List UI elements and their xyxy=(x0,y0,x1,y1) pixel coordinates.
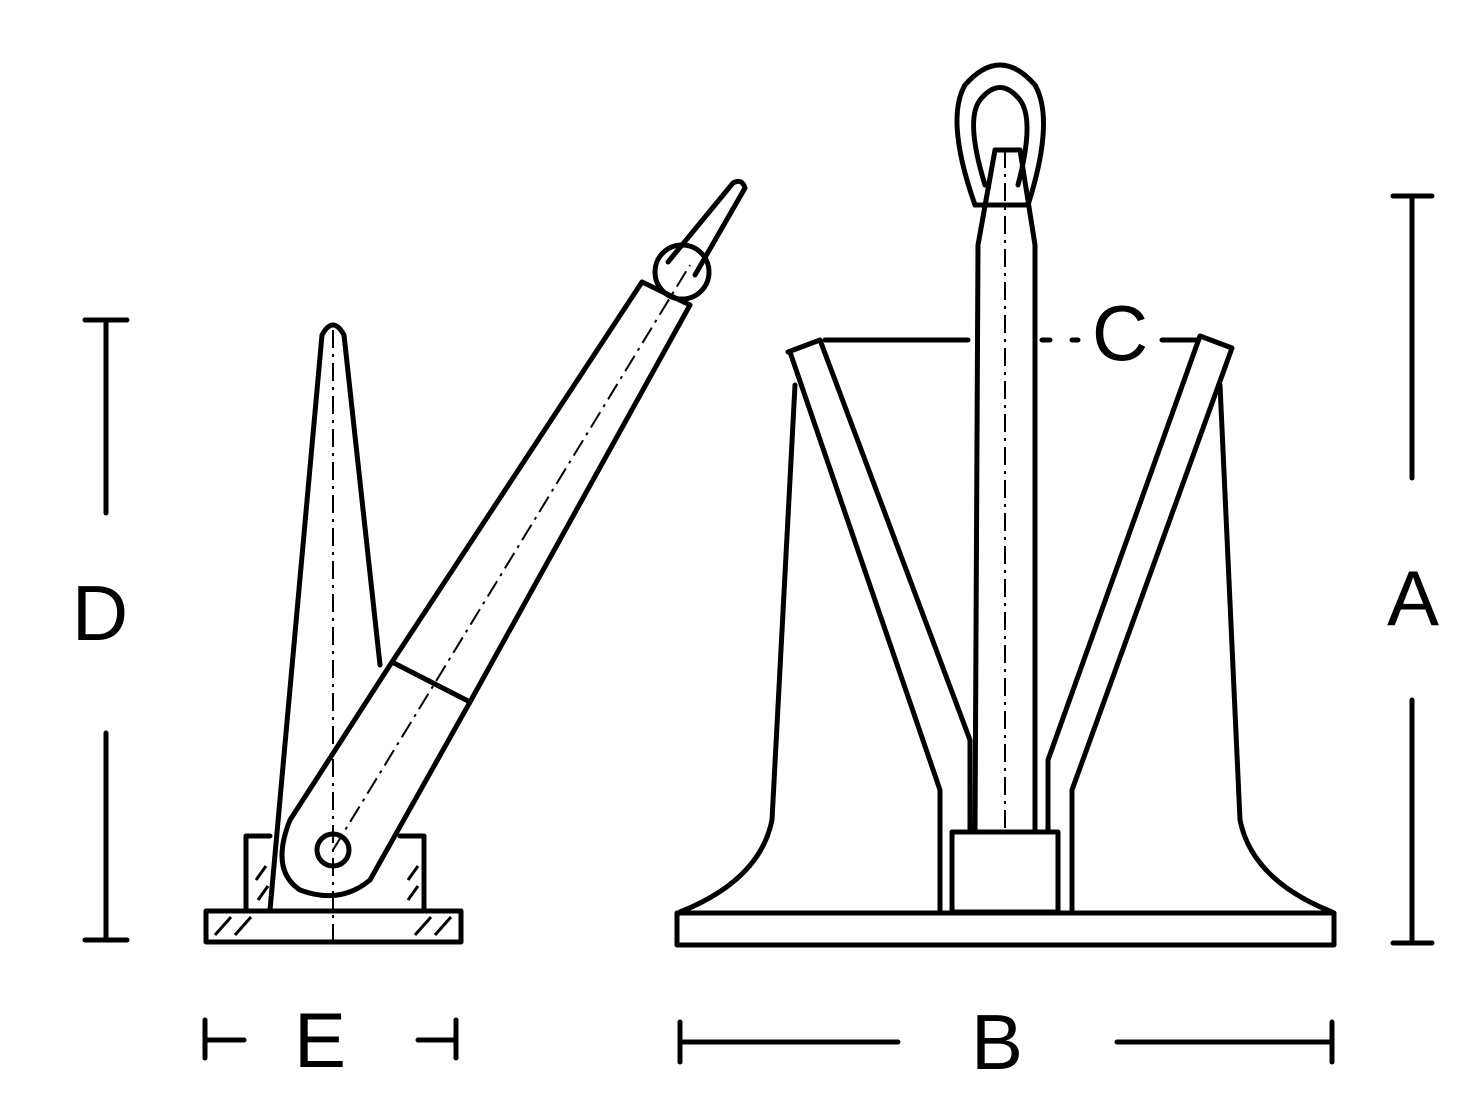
right-fluke-outline xyxy=(1217,382,1335,915)
side-shank xyxy=(279,279,693,899)
front-shank xyxy=(972,147,1038,835)
dimension-b: B xyxy=(677,998,1335,1086)
dimension-d: D xyxy=(72,317,130,943)
dimension-d-line xyxy=(82,317,130,943)
dimension-e-line xyxy=(202,1017,459,1061)
anchor-side-view xyxy=(203,178,748,945)
left-fluke-outline xyxy=(677,382,798,915)
label-a: A xyxy=(1387,554,1439,642)
side-brackets xyxy=(243,833,427,913)
side-base-plate xyxy=(203,908,464,945)
dimension-e: E xyxy=(202,996,459,1084)
dimension-b-line xyxy=(677,1019,1335,1065)
anchor-ring-inner xyxy=(971,85,1030,188)
side-shank-joint xyxy=(389,659,473,705)
side-shackle-pin xyxy=(665,178,748,278)
dimension-c: C xyxy=(822,289,1201,377)
front-base-plate xyxy=(674,910,1337,948)
label-c: C xyxy=(1092,289,1148,377)
dimension-a: A xyxy=(1387,193,1439,946)
anchor-ring xyxy=(954,62,1047,208)
side-shackle xyxy=(652,242,712,302)
label-e: E xyxy=(294,996,346,1084)
anchor-front-view xyxy=(674,62,1337,948)
side-fluke xyxy=(267,322,383,913)
side-hatching xyxy=(213,865,453,936)
dimension-a-line xyxy=(1390,193,1435,946)
left-arm xyxy=(785,337,973,913)
crown-block xyxy=(949,829,1061,915)
right-arm xyxy=(1045,333,1235,913)
label-d: D xyxy=(72,569,128,657)
label-b: B xyxy=(971,998,1023,1086)
shank-centerline xyxy=(332,264,691,851)
